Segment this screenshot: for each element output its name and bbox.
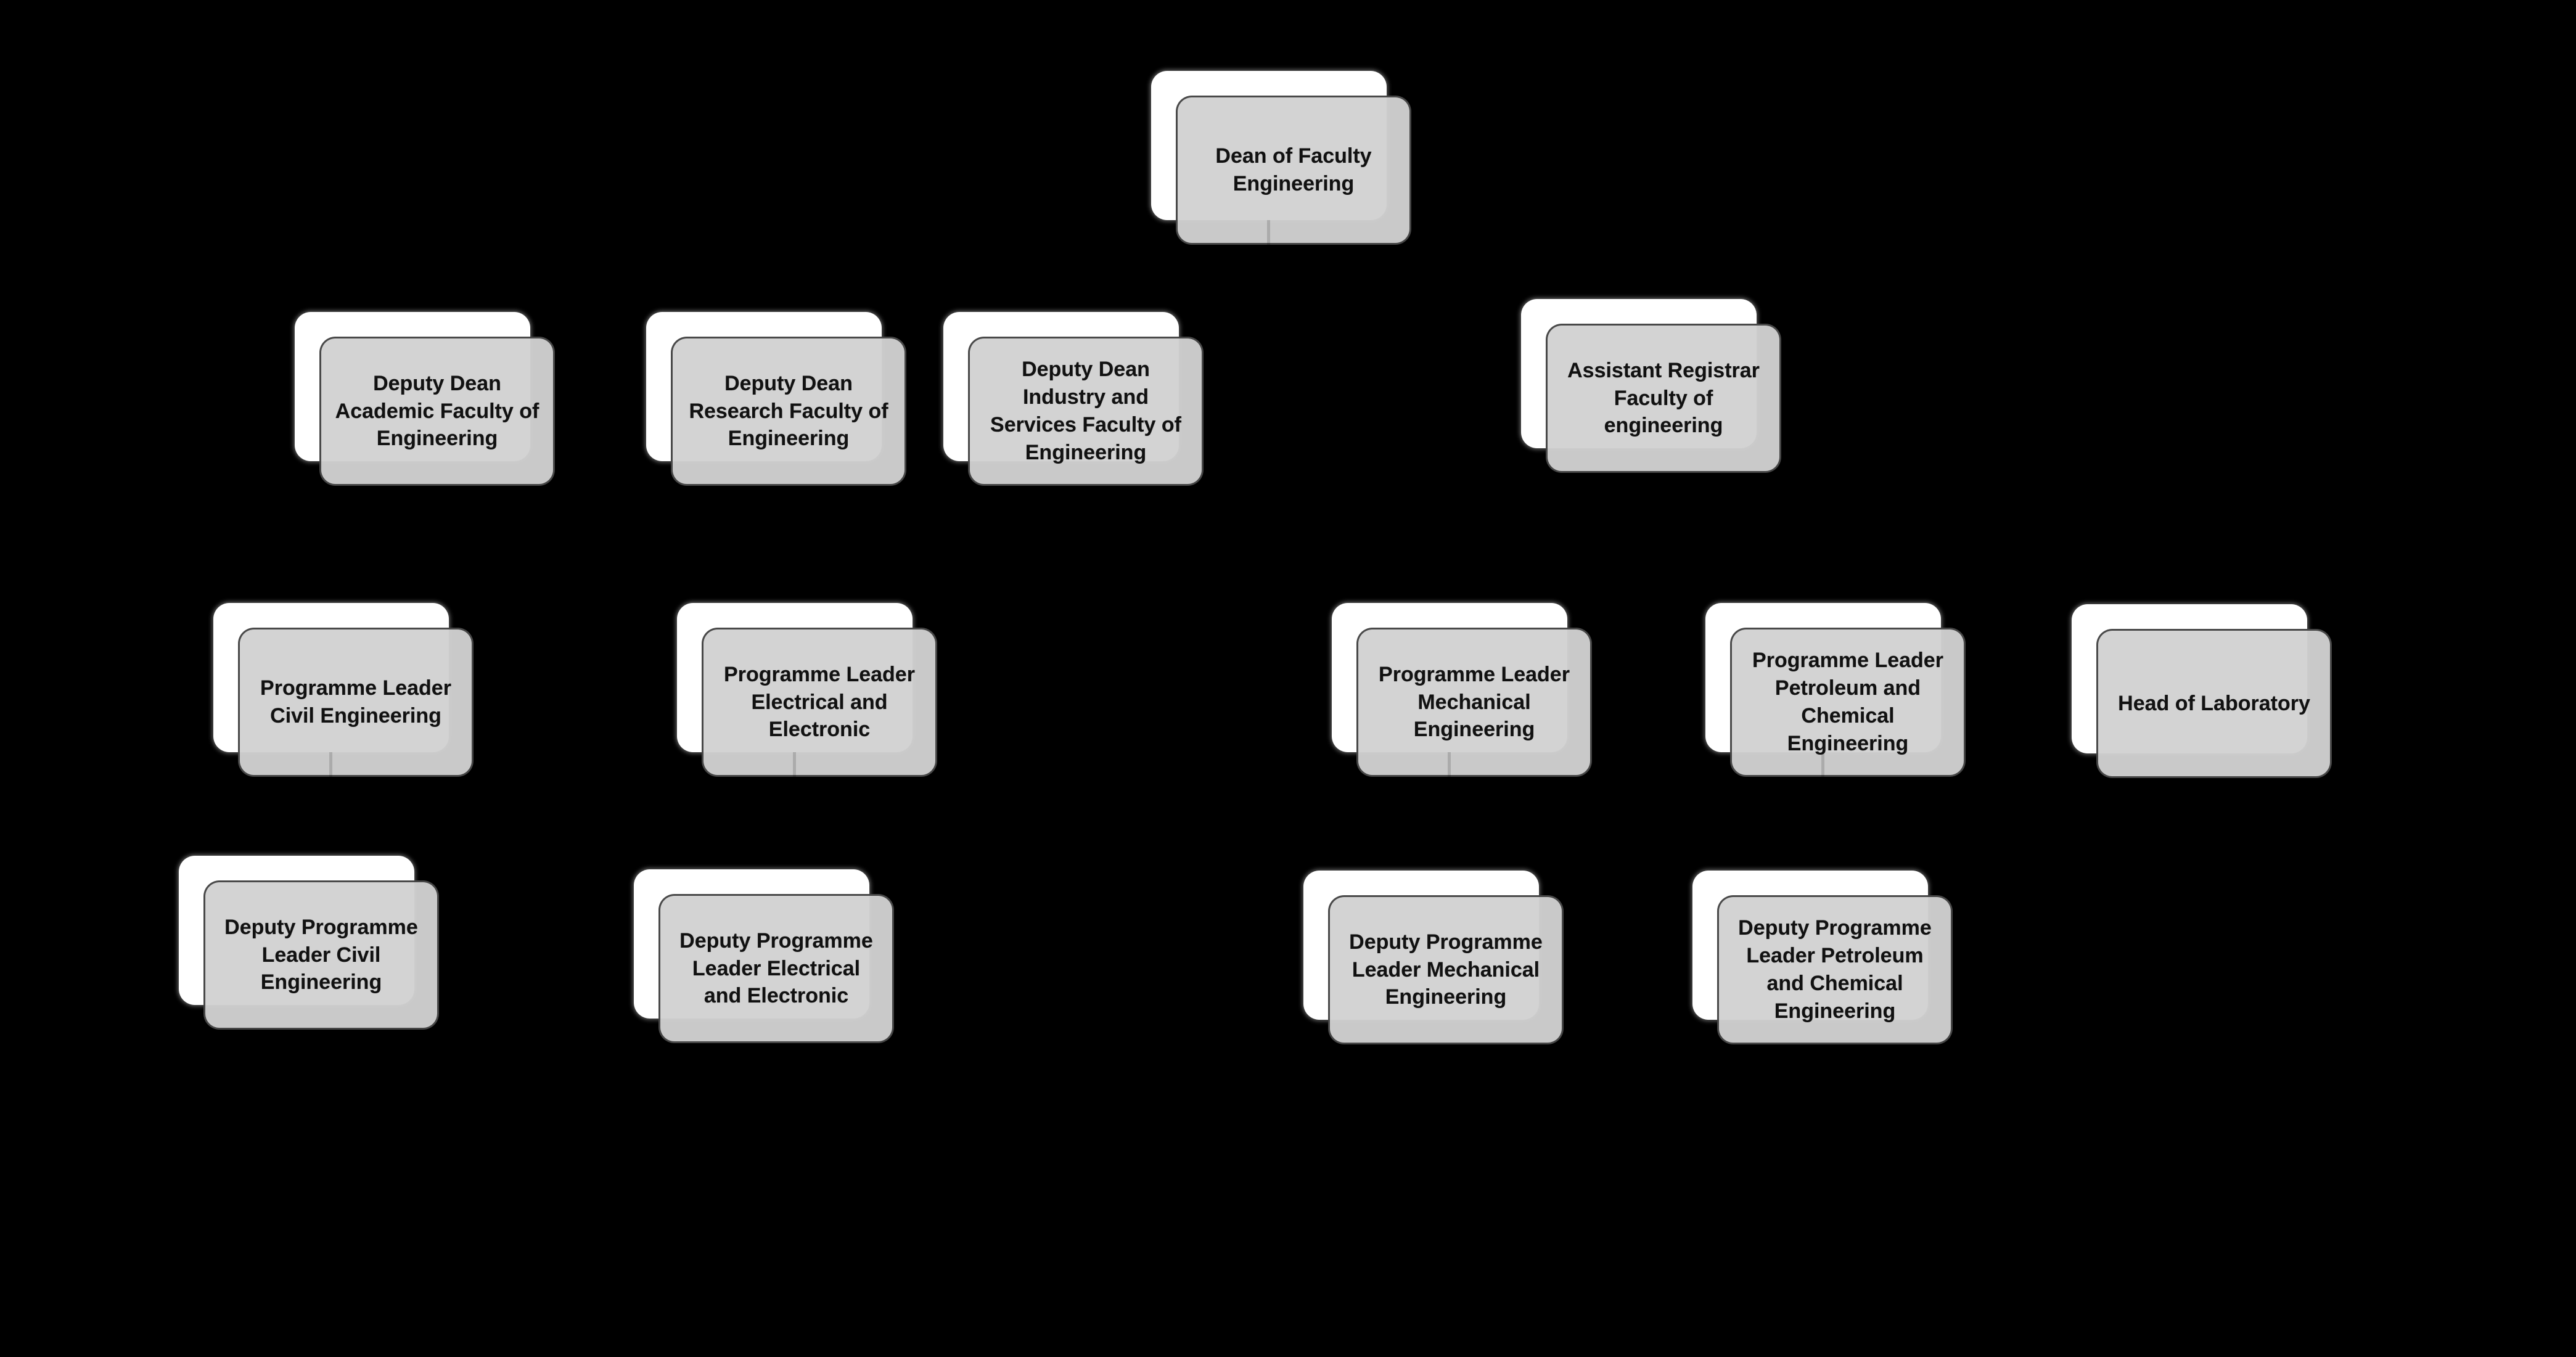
org-node-label: Assistant Registrar Faculty of engineeri… bbox=[1567, 358, 1760, 438]
org-node-deputy-dean-research: Deputy Dean Research Faculty of Engineer… bbox=[646, 312, 906, 486]
front-card-shape: Programme Leader Electrical and Electron… bbox=[702, 628, 937, 777]
org-node-assistant-registrar: Assistant Registrar Faculty of engineeri… bbox=[1521, 299, 1781, 473]
org-node-deputy-programme-leader-mechanical: Deputy Programme Leader Mechanical Engin… bbox=[1303, 871, 1564, 1044]
org-node-deputy-dean-industry: Deputy Dean Industry and Services Facult… bbox=[943, 312, 1204, 486]
org-node-programme-leader-civil: Programme Leader Civil Engineering bbox=[213, 603, 474, 777]
org-node-label: Programme Leader Electrical and Electron… bbox=[724, 662, 915, 742]
org-node-label: Dean of Faculty Engineering bbox=[1215, 144, 1372, 195]
org-node-deputy-programme-leader-petroleum: Deputy Programme Leader Petroleum and Ch… bbox=[1692, 871, 1953, 1044]
connector-stub-line bbox=[1448, 752, 1451, 777]
org-node-programme-leader-mechanical: Programme Leader Mechanical Engineering bbox=[1332, 603, 1592, 777]
connector-stub-line bbox=[793, 752, 796, 777]
org-node-deputy-programme-leader-electrical: Deputy Programme Leader Electrical and E… bbox=[634, 869, 894, 1043]
front-card-shape: Programme Leader Petroleum and Chemical … bbox=[1730, 628, 1966, 777]
org-node-label: Deputy Programme Leader Petroleum and Ch… bbox=[1738, 916, 1932, 1023]
front-card-shape: Deputy Dean Research Faculty of Engineer… bbox=[671, 337, 906, 486]
org-node-label: Programme Leader Civil Engineering bbox=[260, 676, 451, 728]
org-node-label: Deputy Dean Academic Faculty of Engineer… bbox=[335, 371, 539, 451]
connector-stub-line bbox=[329, 752, 332, 777]
front-card-shape: Deputy Programme Leader Electrical and E… bbox=[658, 894, 894, 1043]
front-card-shape: Deputy Programme Leader Petroleum and Ch… bbox=[1717, 895, 1953, 1044]
org-node-label: Deputy Dean Research Faculty of Engineer… bbox=[689, 371, 888, 451]
front-card-shape: Head of Laboratory bbox=[2096, 629, 2332, 778]
front-card-shape: Deputy Programme Leader Mechanical Engin… bbox=[1328, 895, 1564, 1044]
org-node-label: Deputy Programme Leader Electrical and E… bbox=[679, 929, 873, 1008]
org-node-head-of-laboratory: Head of Laboratory bbox=[2072, 604, 2332, 778]
org-node-programme-leader-petroleum: Programme Leader Petroleum and Chemical … bbox=[1705, 603, 1966, 777]
front-card-shape: Deputy Dean Industry and Services Facult… bbox=[968, 337, 1204, 486]
org-node-deputy-dean-academic: Deputy Dean Academic Faculty of Engineer… bbox=[295, 312, 555, 486]
org-node-label: Deputy Programme Leader Civil Engineerin… bbox=[224, 915, 418, 994]
front-card-shape: Programme Leader Mechanical Engineering bbox=[1356, 628, 1592, 777]
org-node-label: Head of Laboratory bbox=[2118, 691, 2310, 715]
front-card-shape: Programme Leader Civil Engineering bbox=[238, 628, 474, 777]
connector-stub-line bbox=[1267, 220, 1270, 245]
org-node-dean: Dean of Faculty Engineering bbox=[1151, 71, 1411, 245]
org-node-label: Deputy Programme Leader Mechanical Engin… bbox=[1349, 930, 1543, 1009]
org-node-deputy-programme-leader-civil: Deputy Programme Leader Civil Engineerin… bbox=[179, 856, 439, 1030]
front-card-shape: Assistant Registrar Faculty of engineeri… bbox=[1546, 324, 1781, 473]
connector-stub-line bbox=[1821, 752, 1824, 777]
org-node-programme-leader-electrical: Programme Leader Electrical and Electron… bbox=[677, 603, 937, 777]
org-node-label: Deputy Dean Industry and Services Facult… bbox=[990, 358, 1181, 464]
front-card-shape: Deputy Programme Leader Civil Engineerin… bbox=[203, 880, 439, 1030]
org-node-label: Programme Leader Petroleum and Chemical … bbox=[1752, 649, 1943, 755]
front-card-shape: Deputy Dean Academic Faculty of Engineer… bbox=[319, 337, 555, 486]
org-node-label: Programme Leader Mechanical Engineering bbox=[1379, 662, 1570, 742]
front-card-shape: Dean of Faculty Engineering bbox=[1176, 96, 1411, 245]
